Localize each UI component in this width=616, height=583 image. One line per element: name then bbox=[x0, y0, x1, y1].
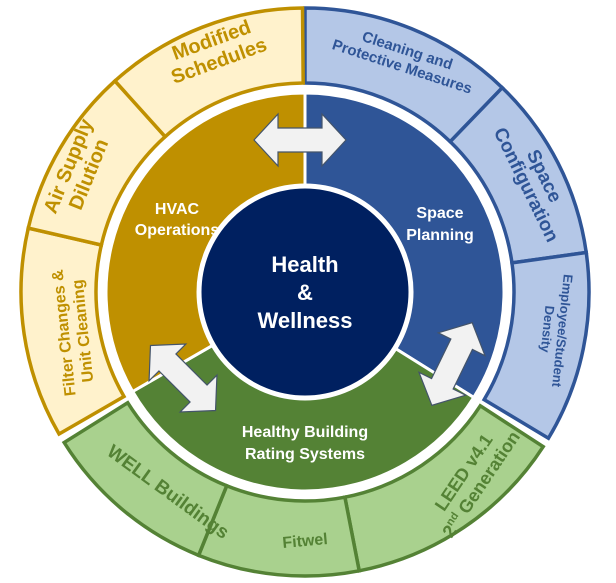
rating-label-1: Healthy Building bbox=[242, 424, 368, 441]
arrows bbox=[148, 112, 487, 413]
center-label-and: & bbox=[297, 280, 313, 305]
center-label-wellness: Wellness bbox=[258, 308, 353, 333]
space-label-1: Space bbox=[416, 205, 463, 222]
hvac-label-1: HVAC bbox=[155, 201, 200, 218]
density-sector bbox=[481, 250, 591, 441]
density-label-2: Density bbox=[538, 305, 558, 354]
space-label-2: Planning bbox=[406, 227, 474, 244]
arrow-hvac-space-icon bbox=[253, 112, 347, 168]
modified-sector bbox=[112, 6, 305, 140]
arrow-space-rating-icon bbox=[417, 321, 487, 407]
fitwel-label: Fitwel bbox=[282, 531, 329, 552]
center-circle bbox=[196, 183, 414, 401]
arrow-hvac-rating-icon bbox=[148, 343, 218, 413]
rating-label-2: Rating Systems bbox=[245, 446, 365, 463]
center-label-health: Health bbox=[271, 252, 338, 277]
outer-ring bbox=[19, 6, 591, 578]
hvac-label-2: Operations bbox=[135, 222, 220, 239]
well-sector bbox=[61, 400, 229, 558]
